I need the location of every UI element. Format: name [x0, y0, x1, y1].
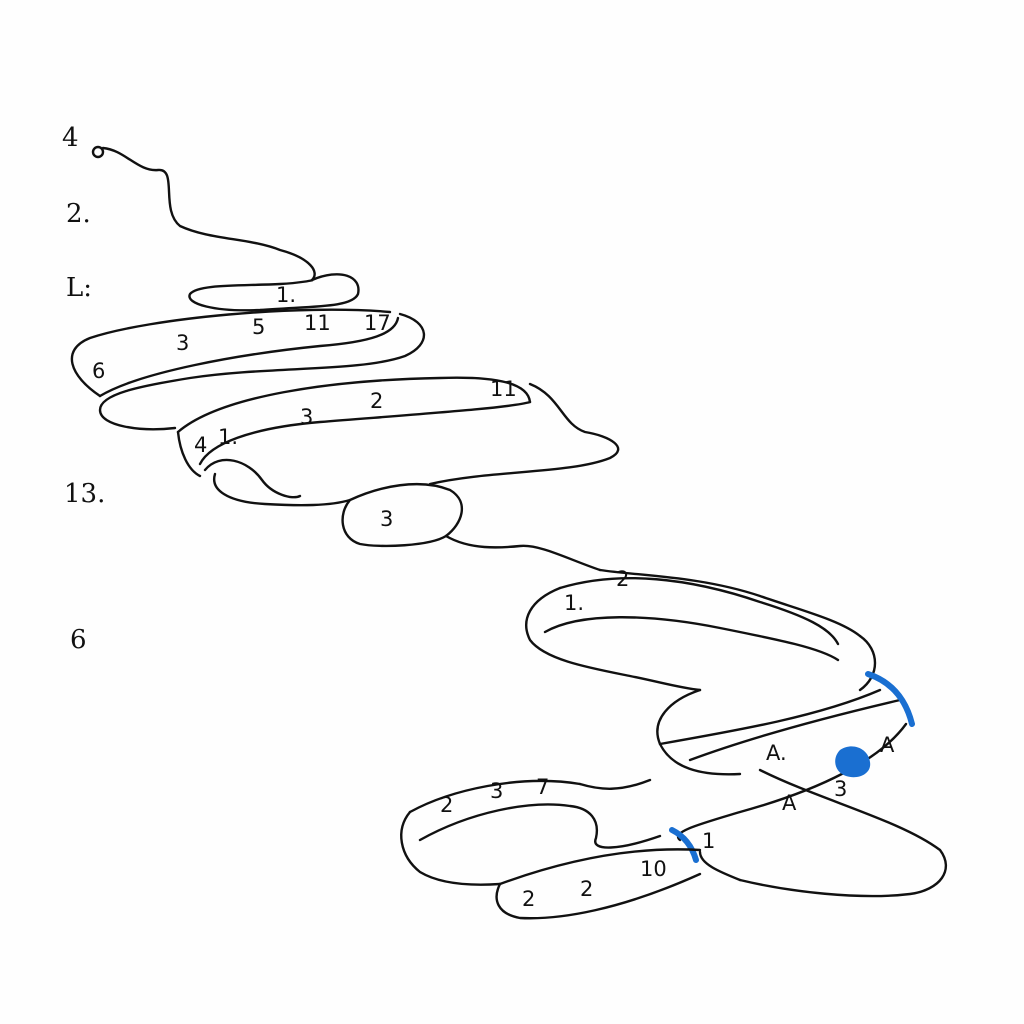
ribbon-loop-2	[203, 458, 352, 507]
ribbon-top	[188, 273, 360, 312]
margin-label-l: L:	[66, 273, 92, 303]
ribbon-band-2	[176, 376, 620, 486]
margin-label-6: 6	[70, 625, 87, 655]
thread-start	[91, 145, 316, 282]
ribbon-band-4	[656, 634, 915, 863]
ribbon-tail	[698, 768, 947, 898]
ribbon-mark-r5a: 1	[702, 829, 715, 853]
ribbon-mark-r7c: 10	[640, 857, 667, 881]
blue-highlight-bottom	[669, 827, 699, 863]
ribbon-mark-r2a: 1.	[218, 425, 238, 449]
ribbon-mark-r6a: 2	[440, 793, 453, 817]
ribbon-mark-r1c: 11	[304, 311, 331, 335]
blue-highlight-blot	[835, 746, 871, 778]
ribbon-mark-r1b: 5	[252, 315, 265, 339]
ribbon-mark-mid: 3	[380, 507, 393, 531]
blue-highlight-top	[865, 671, 915, 727]
ribbon-mark-r7a: 2	[522, 887, 535, 911]
ribbon-mark-r5b: A	[782, 791, 797, 815]
ribbon-mark-r2c: 2	[370, 389, 383, 413]
ribbon-mark-r3a: 1.	[564, 591, 584, 615]
ribbon-mark-r1e: 6	[92, 359, 105, 383]
ribbon-mark-r3b: 2	[616, 567, 629, 591]
ribbon-mark-r6b: 3	[490, 779, 503, 803]
ribbon-band-3	[525, 568, 862, 692]
ribbon-mark-r1d: 17	[364, 311, 391, 335]
ribbon-band-6	[400, 778, 662, 886]
ribbon-band-7	[495, 848, 702, 920]
ribbon-mark-r4c: A	[880, 733, 895, 757]
ribbon-band-1	[70, 308, 426, 431]
ribbon-mark-r6c: 7	[536, 775, 549, 799]
ribbon-mark-r2e: 4	[194, 433, 207, 457]
ribbon-mark-r7b: 2	[580, 877, 593, 901]
ribbon-mid	[341, 482, 602, 572]
ribbon-mark-r4a: A.	[766, 741, 787, 765]
ribbon-mark-r2d: 11	[490, 377, 517, 401]
ribbon-mark-r2b: 3	[300, 405, 313, 429]
margin-label-13: 13.	[64, 479, 105, 509]
ribbon-mark-r1a: 3	[176, 331, 189, 355]
ribbon-mark-top: 1.	[276, 283, 296, 307]
margin-label-2: 2.	[66, 199, 91, 229]
ribbon-mark-r4b: 3	[834, 777, 847, 801]
margin-label-4: 4	[62, 123, 79, 153]
